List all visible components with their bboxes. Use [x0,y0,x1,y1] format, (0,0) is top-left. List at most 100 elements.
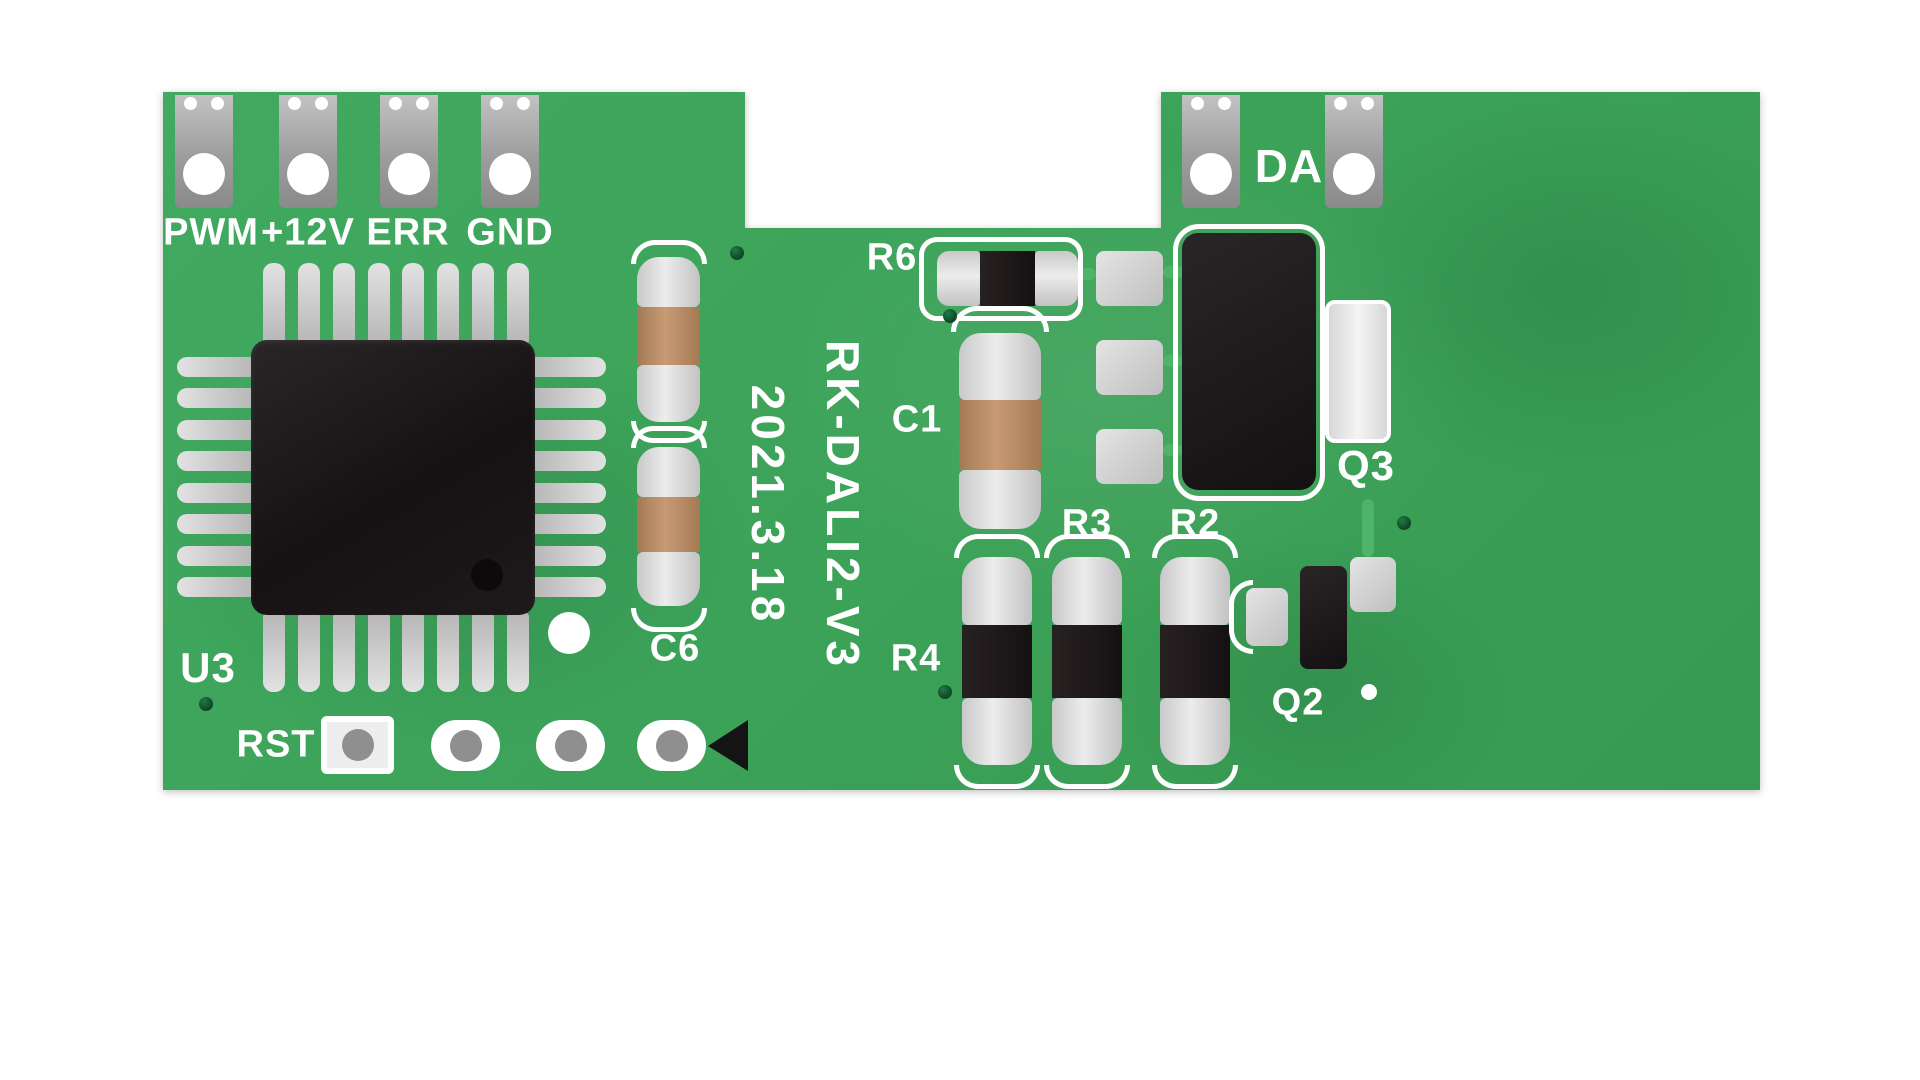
ic-pin [367,612,390,692]
castellation-hole-icon [184,97,197,110]
silkscreen-bracket [954,534,1040,558]
castellation-hole-icon [1334,97,1347,110]
pad-hole-icon [1333,153,1375,195]
transistor-q2 [1300,566,1347,669]
pad-hole-icon [287,153,329,195]
pad-hole-icon [554,729,587,762]
date-silkscreen: 2021.3.18 [742,384,794,626]
u3-refdes: U3 [180,644,236,691]
gnd-label: GND [466,211,554,254]
r3-refdes: R3 [1061,502,1113,545]
component-body [959,400,1041,470]
castellation-hole-icon [490,97,503,110]
castellation-hole-icon [416,97,429,110]
component-light-body [1325,300,1391,443]
ic-pin [177,451,255,472]
resistor-r6 [937,251,1078,306]
ic-pin [531,419,606,440]
ic-pin [332,263,355,345]
component-body [980,251,1035,306]
12v-label: +12V [261,211,355,254]
silkscreen-bracket [954,765,1040,789]
castellation-hole-icon [517,97,530,110]
rst-label: RST [236,723,316,766]
ic-pin [177,545,255,566]
r6-refdes: R6 [866,236,918,279]
pad-12v [279,95,337,208]
ic-pin [506,612,529,692]
castellation-hole-icon [1361,97,1374,110]
pad-gnd [481,95,539,208]
component-end-cap [637,365,700,422]
ic-pin [297,612,320,692]
component-end-cap [637,257,700,307]
castellation-hole-icon [389,97,402,110]
component-body [1052,625,1122,698]
ic-pin [531,482,606,503]
pad-hole-icon [489,153,531,195]
component-body [637,307,700,365]
component-body [962,625,1032,698]
ic-pin [402,612,425,692]
pad-hole-icon [1190,153,1232,195]
mounting-hole [548,612,590,654]
ic-pin [332,612,355,692]
resistor-r4 [962,557,1032,765]
pin1-dot-icon [471,559,503,591]
component-body [637,497,700,552]
via [730,246,744,260]
ic-pin [402,263,425,345]
ic-chip-u3 [251,340,535,615]
resistor-r2 [1160,557,1230,765]
silkscreen-outline [1173,224,1325,501]
ic-pin [472,612,495,692]
component-end-cap [1052,557,1122,625]
solder-pad [1096,340,1163,395]
header-pad [536,720,605,771]
component-end-cap [959,470,1041,529]
header-pad [431,720,500,771]
ic-pin [531,388,606,409]
c1-refdes: C1 [891,398,943,441]
pad-pwm [175,95,233,208]
castellation-hole-icon [315,97,328,110]
component-end-cap [1160,698,1230,765]
pad-hole-icon [655,729,688,762]
copper-trace [1362,499,1374,557]
pcb-outline: PWM +12V ERR GND DA U3 [163,92,1760,790]
ic-pin [531,451,606,472]
arrow-marker-icon [708,720,748,771]
ic-pin [506,263,529,345]
ic-pin [177,514,255,535]
component-end-cap [1160,557,1230,625]
ic-pin [531,576,606,597]
rst-pad [321,716,394,774]
ic-pin [531,357,606,377]
via [199,697,213,711]
solder-pad [1096,429,1163,484]
silkscreen-bracket [951,306,1049,332]
castellation-hole-icon [211,97,224,110]
ic-pin [177,482,255,503]
silkscreen-dot [1361,684,1377,700]
silkscreen-bracket [1152,765,1238,789]
r4-refdes: R4 [890,637,942,680]
pcb-board: PWM +12V ERR GND DA U3 [163,92,1760,790]
component-end-cap [637,447,700,497]
component-end-cap [959,333,1041,400]
ic-pin [472,263,495,345]
pad-hole-icon [183,153,225,195]
pad-hole-icon [449,729,482,762]
component-c6-lower [637,447,700,606]
component-c6-upper [637,257,700,422]
ic-pin [177,419,255,440]
castellation-hole-icon [1191,97,1204,110]
castellation-hole-icon [288,97,301,110]
via [943,309,957,323]
err-label: ERR [366,211,450,254]
solder-pad [1350,557,1396,612]
ic-pin [263,263,285,345]
ic-pin [437,612,460,692]
ic-pin [297,263,320,345]
